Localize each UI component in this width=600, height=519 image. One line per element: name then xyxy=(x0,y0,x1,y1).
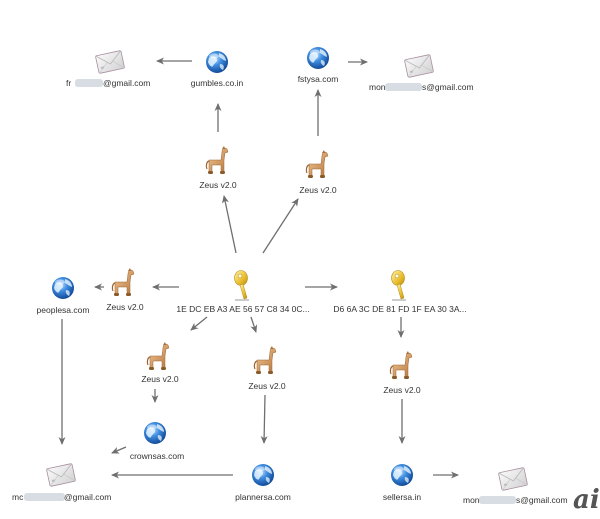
redacted-blur xyxy=(75,79,103,87)
node-zeus-c[interactable]: Zeus v2.0 xyxy=(106,267,144,312)
node-mail-mon1-suffix: s@gmail.com xyxy=(422,82,474,92)
node-peoplesa[interactable]: peoplesa.com xyxy=(37,277,90,315)
globe-icon xyxy=(252,464,274,486)
node-key2-label: D6 6A 3C DE 81 FD 1F EA 30 3A... xyxy=(333,304,466,314)
envelope-icon xyxy=(94,49,126,75)
node-mail-mc-suffix: @gmail.com xyxy=(64,492,111,502)
node-mail-mon2-suffix: s@gmail.com xyxy=(516,495,568,505)
globe-icon xyxy=(52,277,74,299)
globe-icon xyxy=(391,464,413,486)
node-zeus-f[interactable]: Zeus v2.0 xyxy=(383,350,421,395)
node-zeus-c-label: Zeus v2.0 xyxy=(106,302,144,312)
node-key2[interactable]: D6 6A 3C DE 81 FD 1F EA 30 3A... xyxy=(333,270,467,315)
key-icon xyxy=(391,270,407,301)
node-zeus-d[interactable]: Zeus v2.0 xyxy=(141,341,179,384)
node-mail-mon1-prefix: mon xyxy=(369,82,386,92)
node-zeus-d-label: Zeus v2.0 xyxy=(141,374,179,384)
trojan-horse-icon xyxy=(205,145,229,175)
node-mail-fr-prefix: fr xyxy=(66,78,71,88)
node-zeus-e[interactable]: Zeus v2.0 xyxy=(248,345,286,391)
globe-icon xyxy=(206,51,228,73)
envelope-icon xyxy=(497,466,529,492)
node-zeus-e-label: Zeus v2.0 xyxy=(248,381,286,391)
edge-key1-zeus-e xyxy=(250,316,258,333)
envelope-icon xyxy=(45,462,77,488)
watermark-logo: ai xyxy=(573,485,600,515)
node-zeus-a-label: Zeus v2.0 xyxy=(199,180,237,190)
redacted-blur xyxy=(24,493,65,501)
trojan-horse-icon xyxy=(305,149,329,179)
node-zeus-a[interactable]: Zeus v2.0 xyxy=(199,145,237,190)
node-gumbles[interactable]: gumbles.co.in xyxy=(191,51,244,88)
node-key1-label: 1E DC EB A3 AE 56 57 C8 34 0C... xyxy=(176,304,309,314)
node-zeus-f-label: Zeus v2.0 xyxy=(383,385,421,395)
edge-key1-zeus-b xyxy=(262,198,299,254)
redacted-blur xyxy=(385,83,422,91)
node-zeus-b[interactable]: Zeus v2.0 xyxy=(299,149,337,195)
globe-icon xyxy=(144,422,166,444)
node-sellersa[interactable]: sellersa.in xyxy=(383,464,422,502)
node-gumbles-label: gumbles.co.in xyxy=(191,78,244,88)
key-icon xyxy=(234,270,250,301)
trojan-horse-icon xyxy=(111,267,135,297)
edge-zeus-e-plannersa xyxy=(260,394,268,444)
node-plannersa[interactable]: plannersa.com xyxy=(235,464,291,502)
node-mail-mon2[interactable]: mon s@gmail.com xyxy=(463,466,568,505)
node-peoplesa-label: peoplesa.com xyxy=(37,305,90,315)
node-key1[interactable]: 1E DC EB A3 AE 56 57 C8 34 0C... xyxy=(176,270,310,315)
node-sellersa-label: sellersa.in xyxy=(383,492,422,502)
node-mail-fr[interactable]: fr @gmail.com xyxy=(66,49,150,88)
node-crownsas-label: crownsas.com xyxy=(130,451,184,461)
node-mail-mc-prefix: mc xyxy=(12,492,24,502)
edge-crownsas-mail-mc xyxy=(111,446,127,454)
trojan-horse-icon xyxy=(389,350,413,380)
node-mail-mc[interactable]: mc @gmail.com xyxy=(12,462,111,502)
node-fstysa-label: fstysa.com xyxy=(298,74,339,84)
edge-key1-zeus-a xyxy=(222,195,237,254)
redacted-blur xyxy=(479,496,516,504)
edge-key1-zeus-d xyxy=(190,316,208,331)
trojan-horse-icon xyxy=(253,345,277,375)
edges xyxy=(58,57,459,479)
node-zeus-b-label: Zeus v2.0 xyxy=(299,185,337,195)
envelope-icon xyxy=(403,53,435,79)
trojan-horse-icon xyxy=(146,341,170,371)
node-fstysa[interactable]: fstysa.com xyxy=(298,47,339,84)
node-crownsas[interactable]: crownsas.com xyxy=(130,422,184,461)
node-plannersa-label: plannersa.com xyxy=(235,492,291,502)
globe-icon xyxy=(307,47,329,69)
node-mail-mon1[interactable]: mon s@gmail.com xyxy=(369,53,474,92)
node-mail-fr-suffix: @gmail.com xyxy=(103,78,150,88)
node-mail-mon2-prefix: mon xyxy=(463,495,480,505)
